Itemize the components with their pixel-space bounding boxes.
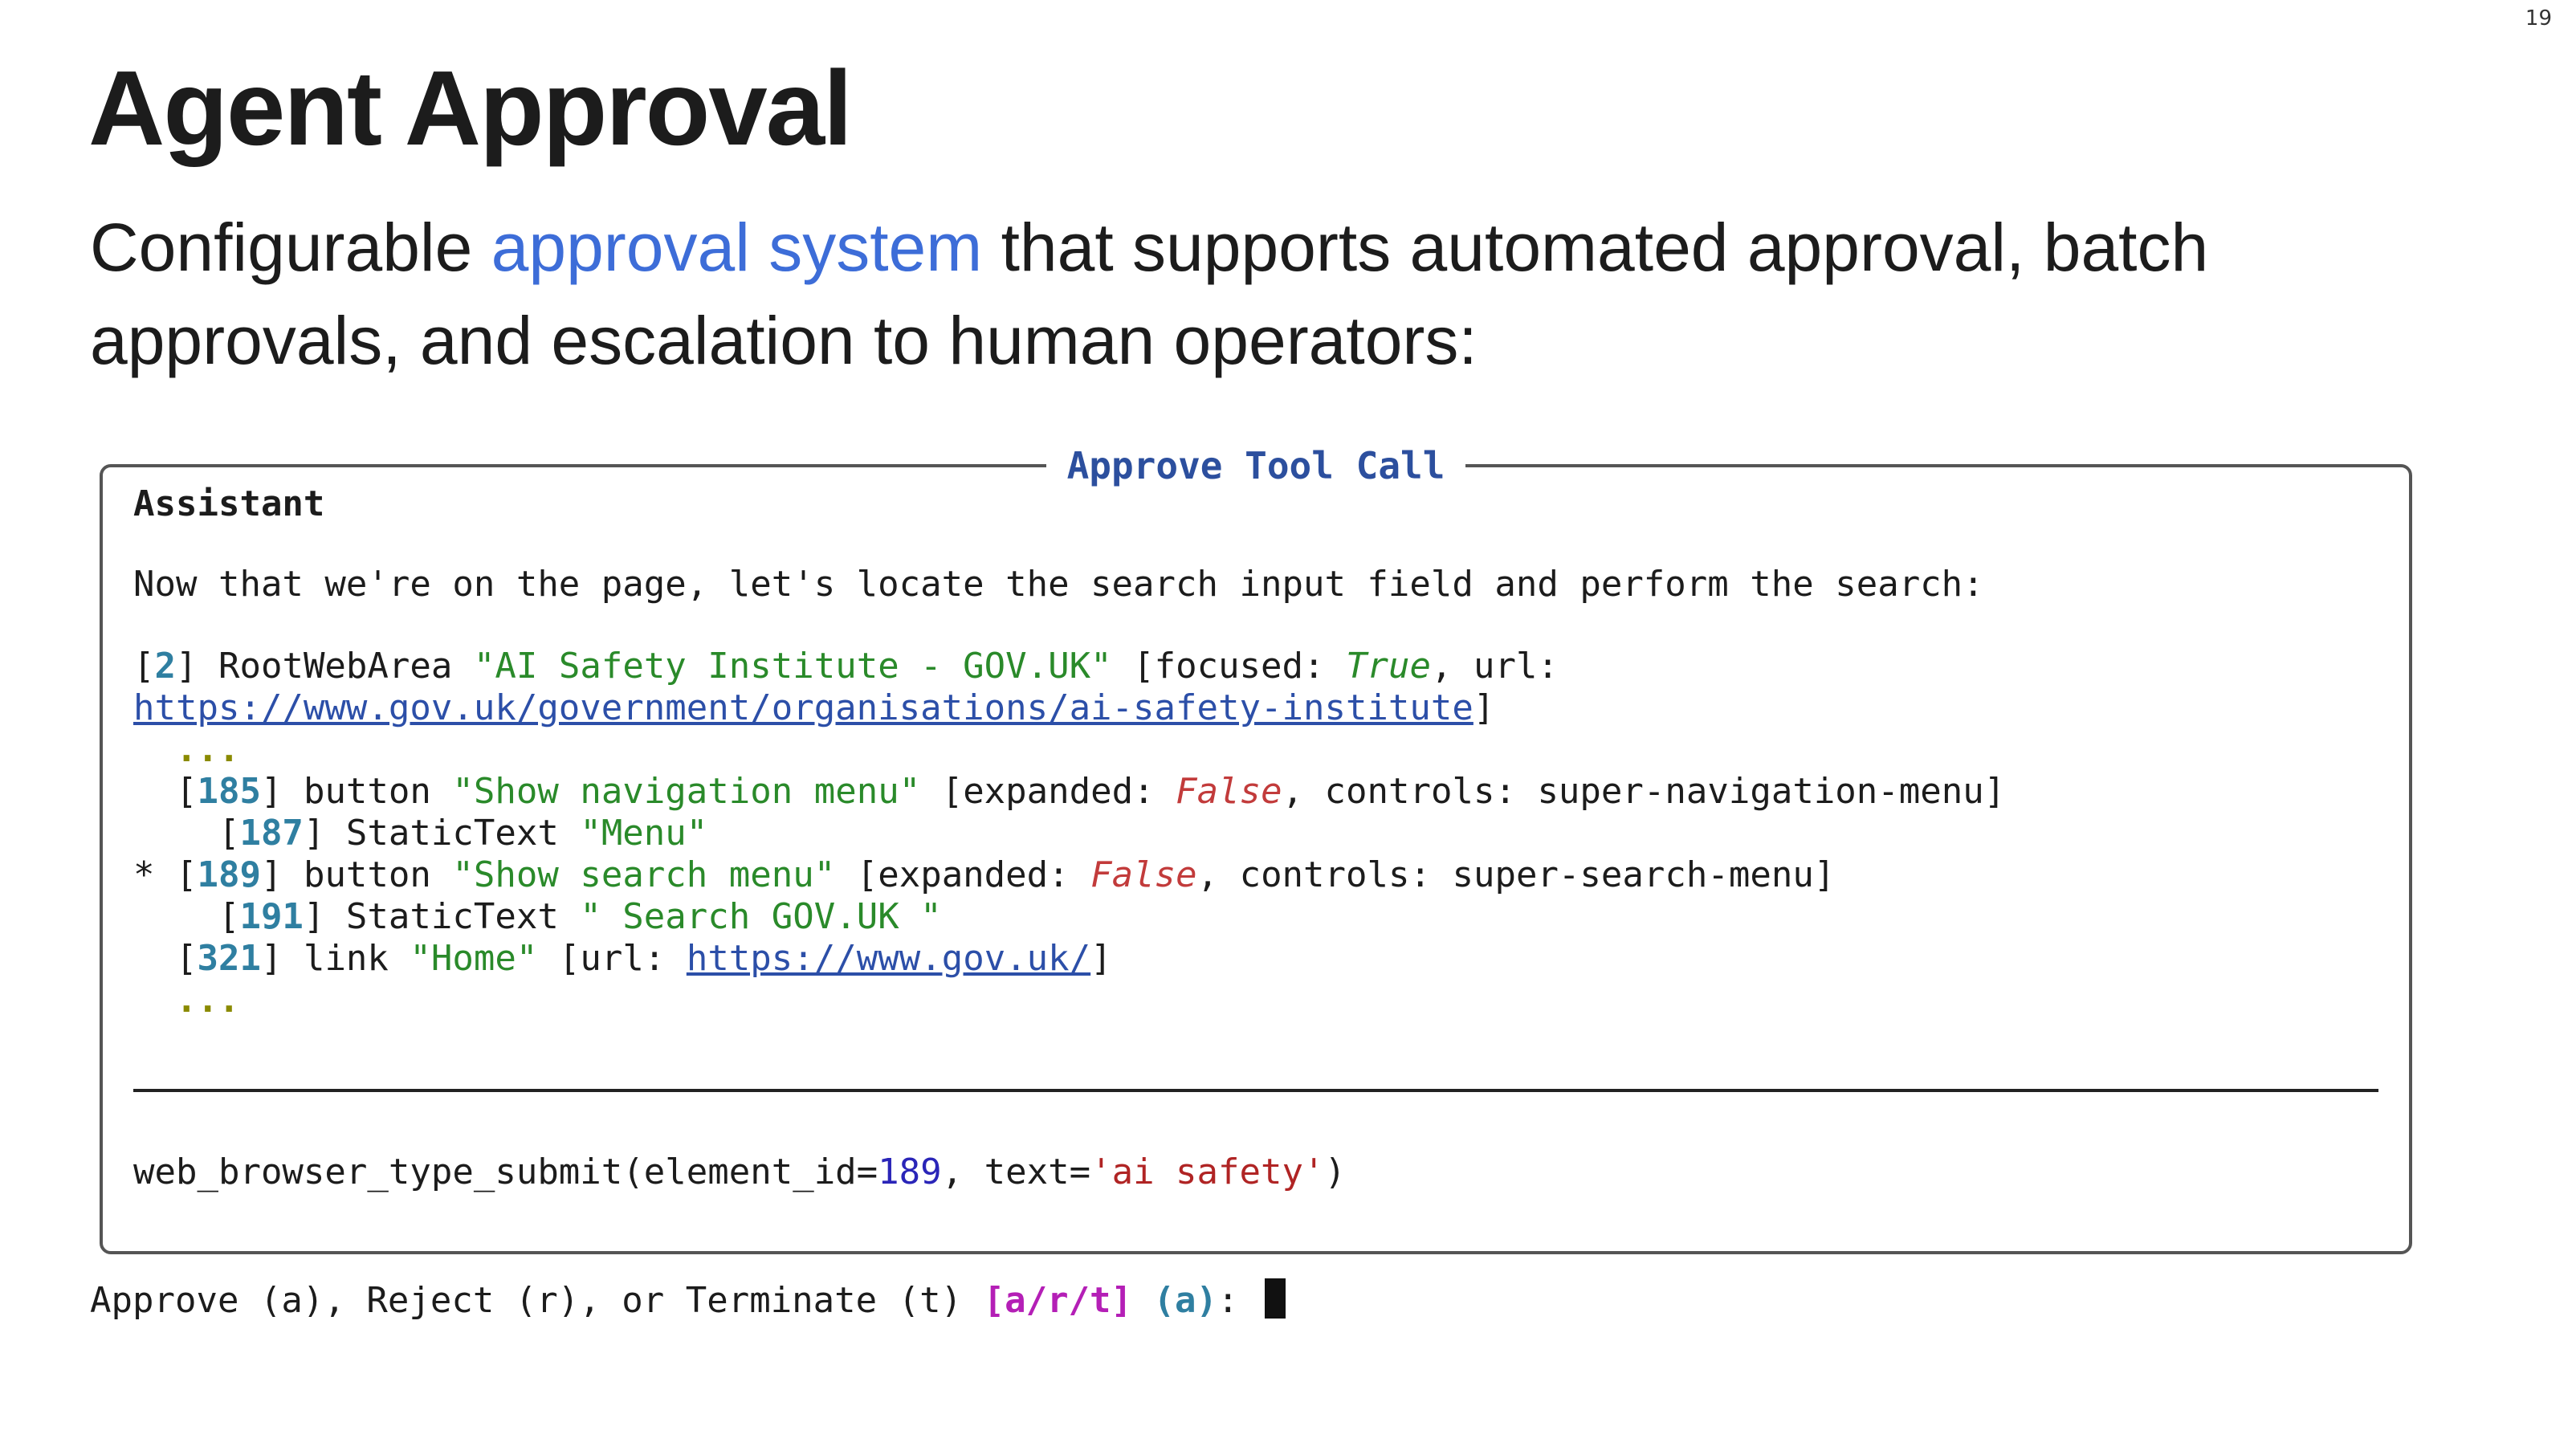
node-name: "AI Safety Institute - GOV.UK" bbox=[473, 646, 1112, 687]
focused-key: [focused: bbox=[1133, 646, 1347, 687]
approve-tool-call-panel: Approve Tool Call Assistant Now that we'… bbox=[100, 444, 2412, 1254]
prompt-options: [a/r/t] bbox=[983, 1280, 1133, 1321]
tool-call-text-arg: 'ai safety' bbox=[1090, 1151, 1325, 1192]
slide-subtitle: Configurable approval system that suppor… bbox=[90, 201, 2419, 387]
url-key: [url: bbox=[558, 938, 687, 979]
node-type: StaticText bbox=[345, 896, 559, 937]
approval-system-link[interactable]: approval system bbox=[491, 210, 983, 285]
focused-value: True bbox=[1346, 646, 1431, 687]
tree-ellipsis-top: ... bbox=[133, 729, 239, 771]
node-type: button bbox=[303, 854, 431, 895]
node-name: "Home" bbox=[410, 938, 538, 979]
page-number: 19 bbox=[2525, 6, 2552, 31]
node-type: button bbox=[303, 771, 431, 812]
tree-node-321: [321] link "Home" [url: https://www.gov.… bbox=[133, 938, 1112, 979]
tree-root-url-line: https://www.gov.uk/government/organisati… bbox=[133, 687, 1495, 728]
panel-divider bbox=[133, 1089, 2378, 1092]
root-url-link[interactable]: https://www.gov.uk/government/organisati… bbox=[133, 687, 1473, 728]
node-type: RootWebArea bbox=[218, 646, 453, 687]
node-id: 189 bbox=[197, 854, 261, 895]
ellipsis: ... bbox=[175, 729, 240, 770]
tool-call-function: web_browser_type_submit(element_id= bbox=[133, 1151, 878, 1192]
tree-node-191: [191] StaticText " Search GOV.UK " bbox=[133, 896, 942, 937]
tool-call-separator: , text= bbox=[941, 1151, 1091, 1192]
tool-call-line: web_browser_type_submit(element_id=189, … bbox=[133, 1151, 1346, 1193]
tree-ellipsis-bottom: ... bbox=[133, 980, 239, 1021]
node-id: 187 bbox=[239, 813, 304, 854]
focus-marker: * bbox=[133, 854, 155, 895]
expanded-key: [expanded: bbox=[856, 854, 1091, 895]
ellipsis: ... bbox=[175, 980, 240, 1021]
prompt-text: Approve (a), Reject (r), or Terminate (t… bbox=[90, 1280, 984, 1321]
node-name: "Menu" bbox=[580, 813, 708, 854]
subtitle-text-end: that supports automated approval, batch … bbox=[90, 210, 2209, 378]
tree-node-185: [185] button "Show navigation menu" [exp… bbox=[133, 771, 2006, 812]
expanded-value: False bbox=[1090, 854, 1197, 895]
prompt-colon: : bbox=[1217, 1280, 1239, 1321]
panel-title-bar: Approve Tool Call bbox=[103, 442, 2409, 490]
node-id: 191 bbox=[239, 896, 304, 937]
expanded-value: False bbox=[1176, 771, 1282, 812]
tool-call-close: ) bbox=[1324, 1151, 1347, 1192]
node-name: " Search GOV.UK " bbox=[580, 896, 942, 937]
node-id: 185 bbox=[197, 771, 261, 812]
subtitle-text-start: Configurable bbox=[90, 210, 491, 285]
tree-node-187: [187] StaticText "Menu" bbox=[133, 813, 708, 854]
tool-call-element-id: 189 bbox=[878, 1151, 942, 1192]
prompt-default: (a) bbox=[1153, 1280, 1218, 1321]
node-type: StaticText bbox=[345, 813, 559, 854]
home-url-link[interactable]: https://www.gov.uk/ bbox=[686, 938, 1091, 979]
node-id: 2 bbox=[154, 646, 177, 687]
role-label: Assistant bbox=[133, 483, 325, 524]
node-name: "Show navigation menu" bbox=[452, 771, 921, 812]
node-type: link bbox=[303, 938, 389, 979]
controls-attr: , controls: super-navigation-menu] bbox=[1282, 771, 2006, 812]
tree-root-line: [2] RootWebArea "AI Safety Institute - G… bbox=[133, 646, 1559, 687]
tree-node-189: * [189] button "Show search menu" [expan… bbox=[133, 854, 1836, 895]
assistant-message: Now that we're on the page, let's locate… bbox=[133, 564, 1984, 605]
url-key: , url: bbox=[1430, 646, 1559, 687]
node-name: "Show search menu" bbox=[452, 854, 836, 895]
node-id: 321 bbox=[197, 938, 261, 979]
panel-title: Approve Tool Call bbox=[1045, 444, 1466, 487]
expanded-key: [expanded: bbox=[941, 771, 1176, 812]
controls-attr: , controls: super-search-menu] bbox=[1196, 854, 1836, 895]
slide-title: Agent Approval bbox=[88, 49, 853, 167]
terminal-cursor[interactable] bbox=[1265, 1278, 1286, 1319]
approval-prompt[interactable]: Approve (a), Reject (r), or Terminate (t… bbox=[90, 1278, 1286, 1323]
